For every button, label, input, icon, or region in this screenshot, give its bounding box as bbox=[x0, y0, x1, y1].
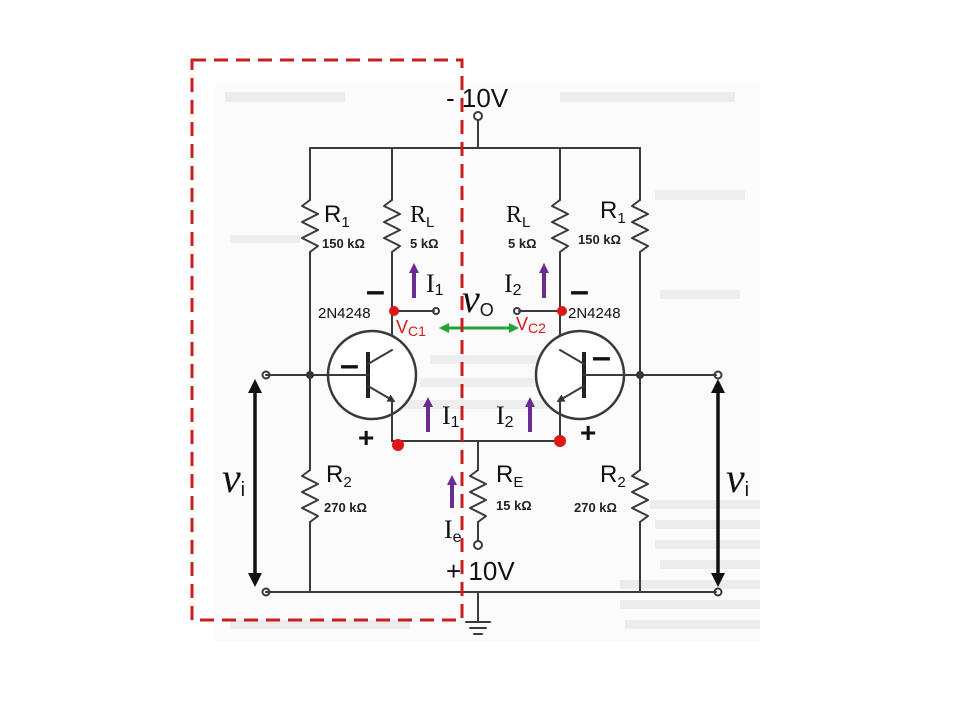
supply-bottom-label: + 10V bbox=[446, 556, 515, 586]
wiring bbox=[261, 111, 723, 635]
minus-sign-base-right: – bbox=[592, 338, 611, 376]
rl-right-value: 5 kΩ bbox=[508, 236, 537, 251]
plus-sign-emitter-left: + bbox=[358, 422, 374, 453]
node-e1 bbox=[392, 439, 404, 451]
scan-background bbox=[215, 82, 760, 642]
r2-left-value: 270 kΩ bbox=[324, 500, 367, 515]
node-e2 bbox=[554, 435, 566, 447]
supply-top-label: - 10V bbox=[446, 83, 509, 113]
current-arrows bbox=[409, 263, 549, 508]
rl-left-value: 5 kΩ bbox=[410, 236, 439, 251]
r2-right-label: R2 bbox=[600, 461, 626, 491]
i1-bottom-label: I1 bbox=[442, 401, 460, 431]
node-c2 bbox=[557, 306, 567, 316]
i2-top-label: I2 bbox=[504, 269, 522, 299]
r1-left-label: R1 bbox=[324, 201, 350, 231]
i2-bottom-label: I2 bbox=[496, 401, 514, 431]
vi-right-label: vi bbox=[726, 456, 749, 502]
r1-left-value: 150 kΩ bbox=[322, 236, 365, 251]
re-label: RE bbox=[496, 461, 523, 491]
transistor-right-label: 2N4248 bbox=[568, 305, 621, 322]
r1-right-value: 150 kΩ bbox=[578, 232, 621, 247]
re-value: 15 kΩ bbox=[496, 498, 532, 513]
r1-right-label: R1 bbox=[600, 197, 626, 227]
vo-label: vO bbox=[462, 276, 494, 321]
i1-top-label: I1 bbox=[426, 269, 444, 299]
vc1-label: VC1 bbox=[396, 317, 426, 339]
rl-right-label: RL bbox=[506, 202, 530, 231]
node-c1 bbox=[389, 306, 399, 316]
minus-sign-base-left: – bbox=[340, 346, 359, 384]
ie-label: Ie bbox=[444, 515, 462, 546]
r2-left-label: R2 bbox=[326, 461, 352, 491]
half-circuit-box bbox=[190, 58, 464, 622]
minus-sign-collector-right: – bbox=[570, 272, 589, 310]
rl-left-label: RL bbox=[410, 202, 434, 231]
transistor-left-label: 2N4248 bbox=[318, 305, 371, 322]
minus-sign-collector-left: – bbox=[366, 272, 385, 310]
r2-right-value: 270 kΩ bbox=[574, 500, 617, 515]
vc2-label: VC2 bbox=[516, 314, 546, 336]
nodes bbox=[389, 306, 567, 451]
vi-left-label: vi bbox=[222, 456, 245, 502]
plus-sign-emitter-right: + bbox=[580, 417, 596, 448]
